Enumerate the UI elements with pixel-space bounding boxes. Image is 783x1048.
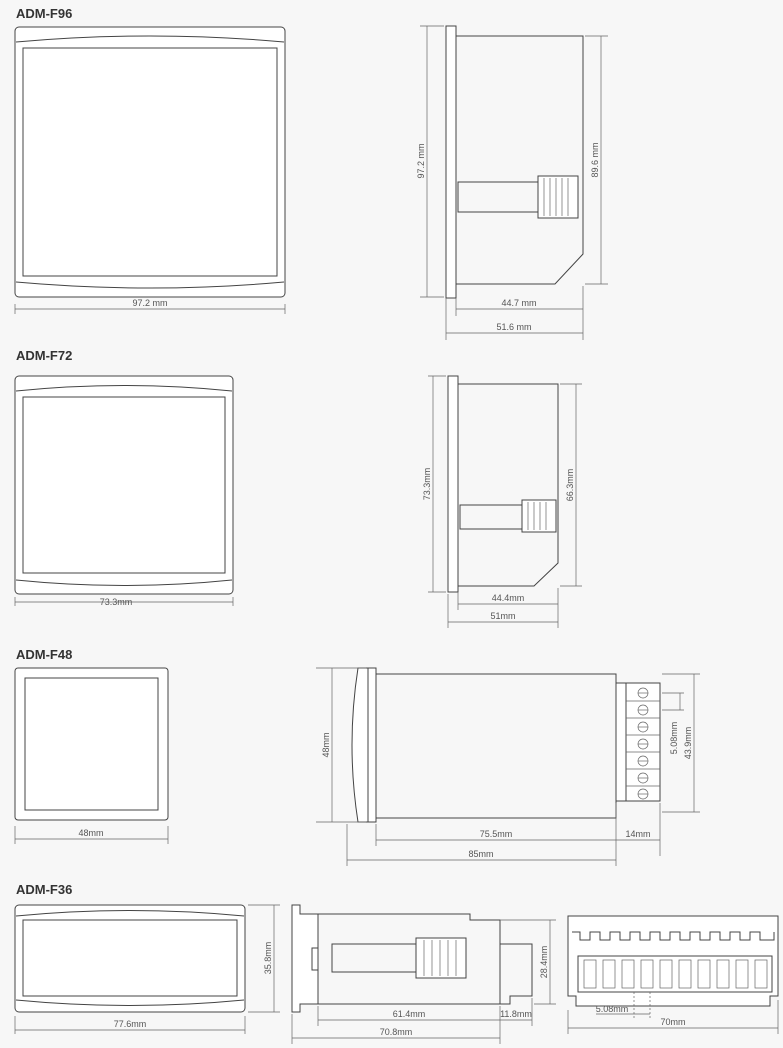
adm-f36-front-width: 77.6mm — [114, 1019, 147, 1029]
adm-f36-front-height: 35.8mm — [263, 942, 273, 975]
adm-f48-terminal-block — [625, 682, 661, 802]
adm-f48-front-view: 48mm — [14, 667, 169, 844]
adm-f72-front-view: 73.3mm — [14, 375, 234, 607]
adm-f72-side-view: 73.3mm 66.3mm 44.4mm 51mm — [422, 375, 582, 628]
title-adm-f36: ADM-F36 — [16, 882, 73, 897]
adm-f36-back-view: 5.08mm 70mm — [567, 915, 779, 1034]
adm-f36-body-depth: 61.4mm — [393, 1009, 426, 1019]
adm-f36-body-height: 28.4mm — [539, 946, 549, 979]
title-adm-f48: ADM-F48 — [16, 647, 73, 662]
adm-f72-front-width: 73.3mm — [100, 597, 133, 607]
adm-f72-total-depth: 51mm — [490, 611, 515, 621]
adm-f36-front-view: 77.6mm 35.8mm — [14, 904, 280, 1034]
adm-f96-body-height: 89.6 mm — [590, 142, 600, 177]
adm-f96-side-view: 97.2 mm 89.6 mm 44.7 mm 51.6 mm — [416, 25, 608, 340]
adm-f72-body-height: 66.3mm — [565, 469, 575, 502]
adm-f48-front-height: 48mm — [321, 732, 331, 757]
adm-f36-terminal-depth: 11.8mm — [500, 1009, 532, 1019]
adm-f36-back-width: 70mm — [660, 1017, 685, 1027]
adm-f48-body-depth: 75.5mm — [480, 829, 513, 839]
adm-f48-body-height: 43.9mm — [683, 727, 693, 760]
adm-f72-body-depth: 44.4mm — [492, 593, 525, 603]
adm-f48-front-width: 48mm — [78, 828, 103, 838]
adm-f96-front-height: 97.2 mm — [416, 143, 426, 178]
title-adm-f72: ADM-F72 — [16, 348, 73, 363]
title-adm-f96: ADM-F96 — [16, 6, 73, 21]
adm-f36-pitch: 5.08mm — [596, 1004, 629, 1014]
adm-f48-side-view: 48mm 5.08mm 43.9mm 75.5mm 14mm 85mm — [316, 667, 700, 866]
adm-f48-terminal-depth: 14mm — [625, 829, 650, 839]
adm-f96-body-depth: 44.7 mm — [501, 298, 536, 308]
adm-f96-total-depth: 51.6 mm — [496, 322, 531, 332]
adm-f96-front-width: 97.2 mm — [132, 298, 167, 308]
adm-f48-total-depth: 85mm — [468, 849, 493, 859]
adm-f72-front-height: 73.3mm — [422, 468, 432, 501]
adm-f48-pitch: 5.08mm — [669, 722, 679, 755]
adm-f36-side-view: 28.4mm 61.4mm 11.8mm 70.8mm — [291, 904, 556, 1044]
adm-f36-total-depth: 70.8mm — [380, 1027, 413, 1037]
adm-f96-front-view: 97.2 mm — [14, 26, 286, 314]
